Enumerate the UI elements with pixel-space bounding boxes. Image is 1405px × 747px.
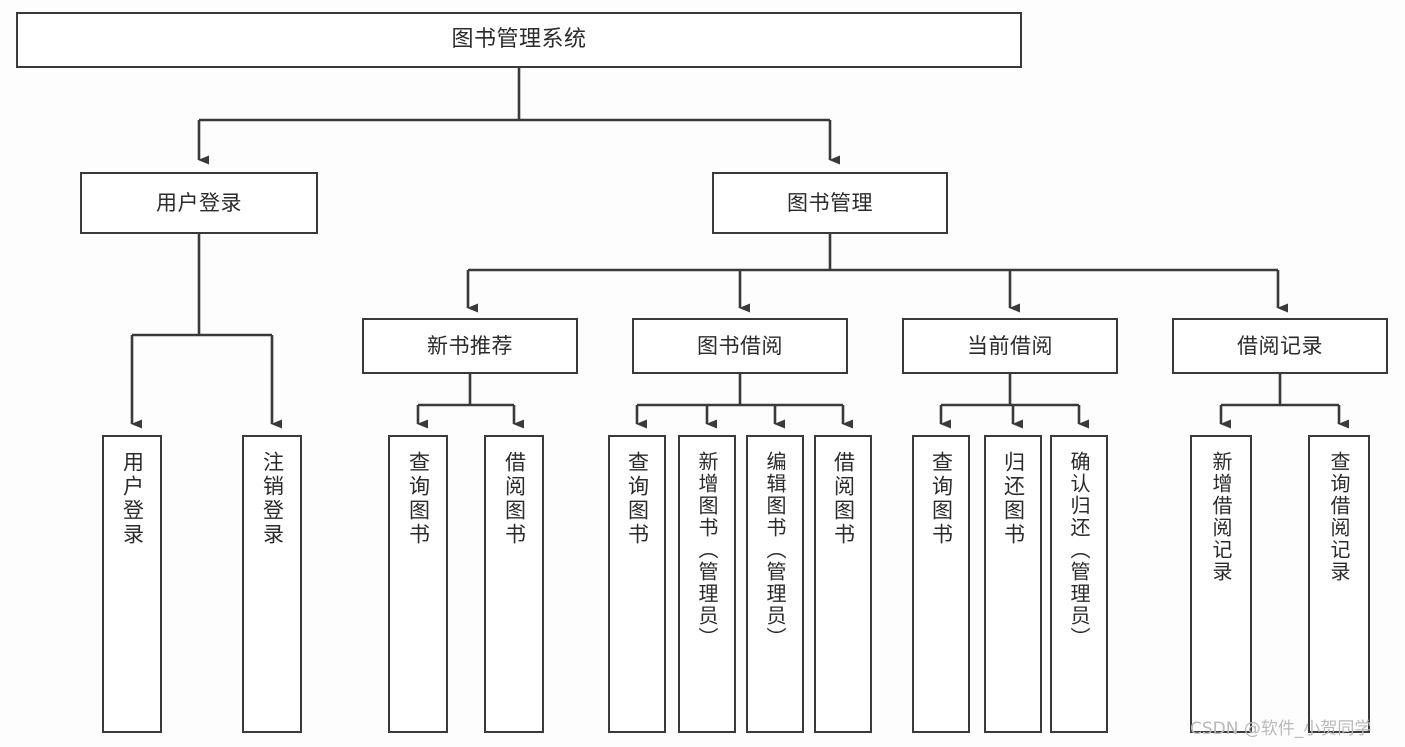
- node-leaf-borrow-book-2-label: 借阅图书: [831, 451, 856, 547]
- node-leaf-query-book-1-label: 查询图书: [406, 451, 431, 547]
- node-book-borrow-label: 图书借阅: [697, 333, 783, 358]
- node-leaf-add-book[interactable]: 新增图书（管理员）: [678, 435, 736, 733]
- node-leaf-user-login-label: 用户登录: [120, 451, 145, 547]
- node-new-book-recommend-label: 新书推荐: [427, 333, 513, 358]
- node-leaf-return-book-label: 归还图书: [1001, 451, 1026, 547]
- node-current-borrow[interactable]: 当前借阅: [902, 318, 1118, 374]
- node-leaf-logout[interactable]: 注销登录: [242, 435, 302, 733]
- node-current-borrow-label: 当前借阅: [967, 333, 1053, 358]
- node-leaf-query-book-1[interactable]: 查询图书: [388, 435, 448, 733]
- node-user-login[interactable]: 用户登录: [80, 172, 318, 234]
- node-leaf-borrow-book-1-label: 借阅图书: [502, 451, 527, 547]
- node-root[interactable]: 图书管理系统: [16, 12, 1022, 68]
- node-leaf-query-book-3[interactable]: 查询图书: [912, 435, 970, 733]
- node-borrow-record-label: 借阅记录: [1237, 333, 1323, 358]
- node-new-book-recommend[interactable]: 新书推荐: [362, 318, 578, 374]
- node-leaf-add-book-label: 新增图书（管理员）: [695, 451, 719, 649]
- node-book-manage[interactable]: 图书管理: [712, 172, 948, 234]
- node-leaf-return-book[interactable]: 归还图书: [984, 435, 1042, 733]
- node-leaf-query-book-2-label: 查询图书: [625, 451, 650, 547]
- node-leaf-query-book-2[interactable]: 查询图书: [608, 435, 666, 733]
- node-book-manage-label: 图书管理: [787, 190, 873, 215]
- node-leaf-borrow-book-2[interactable]: 借阅图书: [814, 435, 872, 733]
- node-leaf-add-record-label: 新增借阅记录: [1209, 451, 1233, 583]
- node-leaf-query-record-label: 查询借阅记录: [1327, 451, 1351, 583]
- node-leaf-edit-book[interactable]: 编辑图书（管理员）: [746, 435, 804, 733]
- node-leaf-confirm-return-label: 确认归还（管理员）: [1067, 451, 1091, 649]
- node-user-login-label: 用户登录: [156, 190, 242, 215]
- node-leaf-user-login[interactable]: 用户登录: [102, 435, 162, 733]
- node-leaf-logout-label: 注销登录: [260, 451, 285, 547]
- node-leaf-edit-book-label: 编辑图书（管理员）: [763, 451, 787, 649]
- node-book-borrow[interactable]: 图书借阅: [632, 318, 848, 374]
- node-leaf-add-record[interactable]: 新增借阅记录: [1190, 435, 1252, 733]
- node-leaf-confirm-return[interactable]: 确认归还（管理员）: [1050, 435, 1108, 733]
- node-leaf-query-book-3-label: 查询图书: [929, 451, 954, 547]
- node-borrow-record[interactable]: 借阅记录: [1172, 318, 1388, 374]
- node-leaf-borrow-book-1[interactable]: 借阅图书: [484, 435, 544, 733]
- node-leaf-query-record[interactable]: 查询借阅记录: [1308, 435, 1370, 733]
- node-root-label: 图书管理系统: [451, 27, 587, 53]
